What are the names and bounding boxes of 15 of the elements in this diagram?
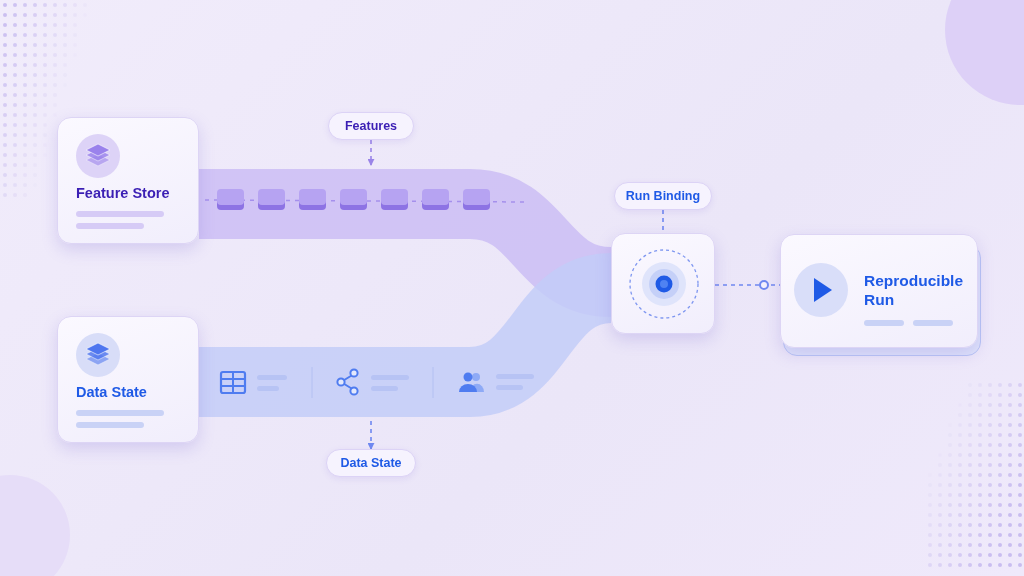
card	[57, 316, 199, 443]
tag-pill	[326, 449, 416, 477]
tag-label: Data State	[340, 456, 402, 470]
card	[57, 117, 199, 244]
tag-label: Run Binding	[625, 189, 701, 203]
binding-box	[611, 233, 715, 334]
card-title: Feature Store	[76, 185, 170, 201]
tag-pill	[328, 112, 414, 140]
card-title: Data State	[76, 384, 147, 400]
connector-line	[367, 420, 375, 450]
tag-label: Features	[344, 119, 398, 133]
card-title: Reproducible Run	[864, 271, 965, 309]
tag-pill	[614, 182, 712, 210]
connector-line	[367, 139, 375, 166]
card	[780, 234, 978, 348]
